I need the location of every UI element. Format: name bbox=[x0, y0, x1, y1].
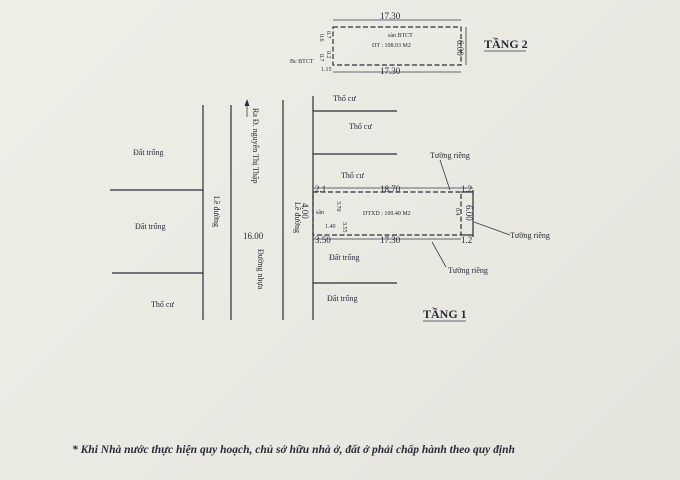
right-lot-3: Thổ cư bbox=[341, 171, 364, 180]
street-right-margin-width: 4.00 bbox=[300, 203, 310, 219]
floor1-right-bottom: 1.2 bbox=[461, 235, 472, 245]
right-lots: Thổ cư Thổ cư Thổ cư Đất trống Đất trống bbox=[313, 94, 397, 303]
floor2-left-edge: 1.15 bbox=[321, 67, 332, 73]
legal-note: * Khi Nhà nước thực hiện quy hoạch, chủ … bbox=[72, 444, 515, 456]
direction-arrow-head bbox=[244, 99, 250, 106]
street-right-margin: Lề đường bbox=[293, 202, 302, 233]
floor2-side-b: 0.6 bbox=[318, 34, 324, 42]
wall-top-label: Tường riêng bbox=[430, 151, 470, 160]
floor1-plan: 18.70 17.30 DTXD : 109.40 M2 2.1 3.50 1.… bbox=[312, 151, 550, 322]
right-lot-2: Thổ cư bbox=[349, 122, 372, 131]
right-lot-4: Đất trống bbox=[329, 253, 359, 262]
right-lot-5: Đất trống bbox=[327, 294, 357, 303]
floor2-canopy-label: Bc BTCT bbox=[290, 59, 314, 65]
wall-bottom-label: Tường riêng bbox=[448, 266, 488, 275]
floor1-bottom-length: 17.30 bbox=[380, 235, 401, 245]
left-lot-mid: Đất trống bbox=[135, 222, 165, 231]
wall-right-label: Tường riêng bbox=[510, 231, 550, 240]
floor1-front-b: 1.40 bbox=[325, 224, 336, 230]
wall-bottom-leader bbox=[431, 241, 447, 268]
floor1-width: 6.00 bbox=[464, 205, 474, 221]
left-lot-top: Đất trống bbox=[133, 148, 163, 157]
floor1-front-c: 3.55 bbox=[341, 222, 347, 233]
floor1-front-a: 3.70 bbox=[335, 201, 341, 212]
floor1-right-small: 0.4 bbox=[454, 208, 460, 216]
floor1-top-length: 18.70 bbox=[380, 184, 401, 194]
floor2-width: 6.00 bbox=[455, 40, 465, 56]
floor1-left-top: 2.1 bbox=[315, 184, 326, 194]
floor1-left-bottom: 3.50 bbox=[315, 235, 331, 245]
floor2-roof-label: sàn BTCT bbox=[388, 33, 413, 39]
floor1-right-top: 1.2 bbox=[461, 184, 472, 194]
floor2-side-d: 0.7 bbox=[318, 54, 324, 62]
right-lot-1: Thổ cư bbox=[333, 94, 356, 103]
floor2-plan: 17.30 17.30 6.00 sàn BTCT DT : 108.03 M2… bbox=[290, 11, 528, 76]
floor1-left-small: sân bbox=[316, 210, 324, 216]
floor2-side-a: 0.7 bbox=[325, 31, 331, 39]
street-left-margin: Lề đường bbox=[212, 196, 221, 227]
street: Ra Đ. nguyễn Thị Thập Lề đường Lề đường … bbox=[202, 96, 314, 320]
wall-top-leader bbox=[439, 159, 451, 191]
floor2-top-length: 17.30 bbox=[380, 11, 401, 21]
floor2-bottom-length: 17.30 bbox=[380, 66, 401, 76]
floor2-title: TẦNG 2 bbox=[484, 36, 528, 51]
floor1-outline bbox=[312, 191, 462, 236]
floor1-area: DTXD : 109.40 M2 bbox=[363, 211, 411, 217]
floor2-outline bbox=[332, 26, 462, 66]
wall-right-leader bbox=[473, 221, 511, 236]
left-lots: Đất trống Đất trống Thổ cư bbox=[110, 148, 203, 309]
floor1-title: TẦNG 1 bbox=[423, 306, 467, 321]
floor2-side-c: 0.2 bbox=[325, 51, 331, 59]
street-width: 16.00 bbox=[243, 231, 264, 241]
street-direction: Ra Đ. nguyễn Thị Thập bbox=[251, 108, 260, 183]
left-lot-bottom: Thổ cư bbox=[151, 300, 174, 309]
street-surface: Đường nhựa bbox=[256, 249, 265, 290]
floor2-area-label: DT : 108.03 M2 bbox=[372, 43, 411, 49]
